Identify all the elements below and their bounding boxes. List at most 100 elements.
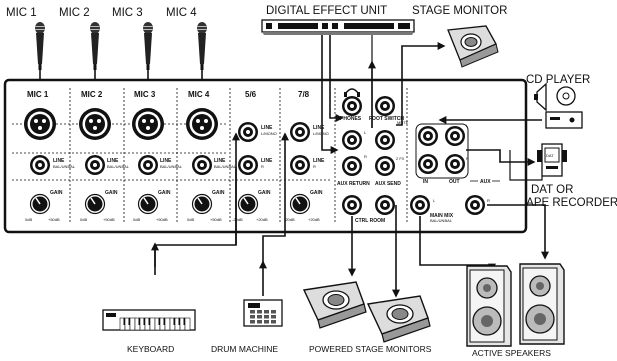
line-label: LINE [53, 158, 65, 164]
gain-knob-2[interactable] [84, 193, 106, 215]
ctrl-room-l-jack[interactable] [342, 195, 362, 215]
aux-send-1-jack[interactable] [375, 130, 395, 150]
phones-jack[interactable] [342, 96, 362, 116]
cd-player-label: CD PLAYER [526, 74, 590, 86]
channel-56-header: 5/6 [245, 90, 257, 99]
line-input-7-left[interactable] [290, 122, 310, 142]
xlr-input-2[interactable] [79, 108, 111, 140]
channel-4-header: MIC 4 [188, 90, 210, 99]
powered-monitor-icon [303, 281, 367, 329]
phones-label: PHONES [340, 116, 362, 122]
gain-knob-3[interactable] [137, 193, 159, 215]
keyboard-label: KEYBOARD [127, 344, 174, 354]
aux-return-l-jack[interactable] [342, 130, 362, 150]
gain-label: GAIN [212, 190, 225, 196]
aux-r: R [466, 156, 469, 161]
xlr-input-4[interactable] [186, 108, 218, 140]
xlr-input-1[interactable] [24, 108, 56, 140]
microphone-icon [90, 22, 100, 70]
in-label: IN [423, 179, 428, 185]
mic-1-label: MIC 1 [6, 7, 37, 19]
line-l-mono: L/MONO [261, 131, 277, 136]
tape-recorder-label: TAPE RECORDER [520, 197, 617, 209]
line-input-6-right[interactable] [238, 155, 258, 175]
line-sub-label: BAL/UNBAL [107, 164, 130, 169]
keyboard-icon [102, 309, 196, 331]
mic-3-label: MIC 3 [112, 7, 143, 19]
aux-send-label: AUX SEND [375, 181, 401, 187]
line-label: LINE [261, 158, 273, 164]
gain-label: GAIN [50, 190, 63, 196]
gain-max: +50dB [48, 217, 60, 222]
main-mix-r-jack[interactable] [465, 195, 485, 215]
effect-unit-icon [261, 19, 415, 35]
gain-knob-56[interactable] [237, 193, 259, 215]
aux-return-label: AUX RETURN [337, 181, 370, 187]
line-l-mono: L/MONO [313, 131, 329, 136]
main-mix-sub-label: BAL/UNBAL [430, 218, 453, 223]
line-input-4[interactable] [192, 155, 212, 175]
line-input-1[interactable] [30, 155, 50, 175]
main-mix-l: L [433, 198, 436, 203]
active-speakers-label: ACTIVE SPEAKERS [472, 348, 551, 358]
gain-max: +50dB [103, 217, 115, 222]
mic-2-label: MIC 2 [59, 7, 90, 19]
tape-in-r-jack[interactable] [418, 154, 438, 174]
aux-send-2-jack[interactable] [375, 156, 395, 176]
stereo-gain-min: -20dB [232, 217, 243, 222]
line-r: R [313, 164, 316, 169]
gain-label: GAIN [158, 190, 171, 196]
foot-switch-jack[interactable] [375, 96, 395, 116]
channel-1-header: MIC 1 [27, 90, 49, 99]
gain-knob-78[interactable] [289, 193, 311, 215]
gain-max: +50dB [156, 217, 168, 222]
aux-return-r-jack[interactable] [342, 156, 362, 176]
tape-out-l-jack[interactable] [445, 126, 465, 146]
main-mix-label: MAIN MIX [430, 213, 454, 219]
channel-2-header: MIC 2 [81, 90, 103, 99]
line-label: LINE [107, 158, 119, 164]
line-label: LINE [313, 158, 325, 164]
main-mix-r: R [487, 198, 490, 203]
channel-3-header: MIC 3 [134, 90, 156, 99]
aux-label: AUX [480, 179, 491, 185]
ctrl-room-r-jack[interactable] [375, 195, 395, 215]
line-label: LINE [160, 158, 172, 164]
digital-effect-unit-label: DIGITAL EFFECT UNIT [266, 5, 387, 17]
stereo-gain-max: +20dB [308, 217, 320, 222]
out-label: OUT [449, 179, 460, 185]
stereo-gain-max: +20dB [256, 217, 268, 222]
microphone-icon [197, 22, 207, 70]
powered-monitor-icon [367, 295, 431, 343]
line-sub-label: BAL/UNBAL [160, 164, 183, 169]
tape-in-l-jack[interactable] [418, 126, 438, 146]
drum-machine-icon [243, 299, 283, 327]
active-speaker-icon [519, 263, 565, 345]
cd-player-icon [534, 82, 583, 129]
line-r: R [261, 164, 264, 169]
line-input-8-right[interactable] [290, 155, 310, 175]
line-input-5-left[interactable] [238, 122, 258, 142]
headphones-icon [344, 88, 360, 97]
gain-min: 0dB [133, 217, 140, 222]
microphone-icon [35, 22, 45, 70]
aux-return-l: L [364, 130, 367, 135]
drum-machine-label: DRUM MACHINE [211, 344, 278, 354]
xlr-input-3[interactable] [132, 108, 164, 140]
gain-min: 0dB [25, 217, 32, 222]
line-input-3[interactable] [138, 155, 158, 175]
gain-label: GAIN [105, 190, 118, 196]
tape-out-r-jack[interactable] [445, 154, 465, 174]
gain-knob-4[interactable] [191, 193, 213, 215]
powered-stage-monitors-label: POWERED STAGE MONITORS [309, 344, 432, 354]
line-label: LINE [261, 125, 273, 131]
mute-label: MUTE [397, 120, 409, 125]
main-mix-l-jack[interactable] [410, 195, 430, 215]
dat-tag: DAT [546, 153, 554, 158]
gain-max: +50dB [210, 217, 222, 222]
line-input-2[interactable] [85, 155, 105, 175]
aux-return-r: R [364, 154, 367, 159]
line-label: LINE [313, 125, 325, 131]
gain-knob-1[interactable] [29, 193, 51, 215]
